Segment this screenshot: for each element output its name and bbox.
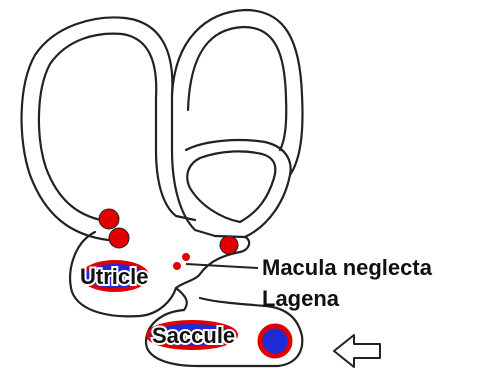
ampulla-patch-2 <box>109 228 129 248</box>
direction-arrow-icon <box>334 335 380 367</box>
macula-neglecta-dot-2 <box>173 262 181 270</box>
macula-neglecta-label: Macula neglecta <box>262 255 433 280</box>
ampulla-patch-1 <box>99 209 119 229</box>
macula-neglecta-dot-1 <box>182 253 190 261</box>
posterior-canal-inner <box>188 27 286 150</box>
lagena-macula <box>260 326 290 356</box>
lagena-label: Lagena <box>262 286 340 311</box>
saccule-label: Saccule <box>152 323 235 348</box>
anterior-canal-outer <box>22 17 215 240</box>
ampulla-patch-3 <box>220 236 238 254</box>
horizontal-canal-inner <box>187 151 275 222</box>
utricle-label: Utricle <box>80 264 148 289</box>
macula-neglecta-leader <box>186 264 258 268</box>
